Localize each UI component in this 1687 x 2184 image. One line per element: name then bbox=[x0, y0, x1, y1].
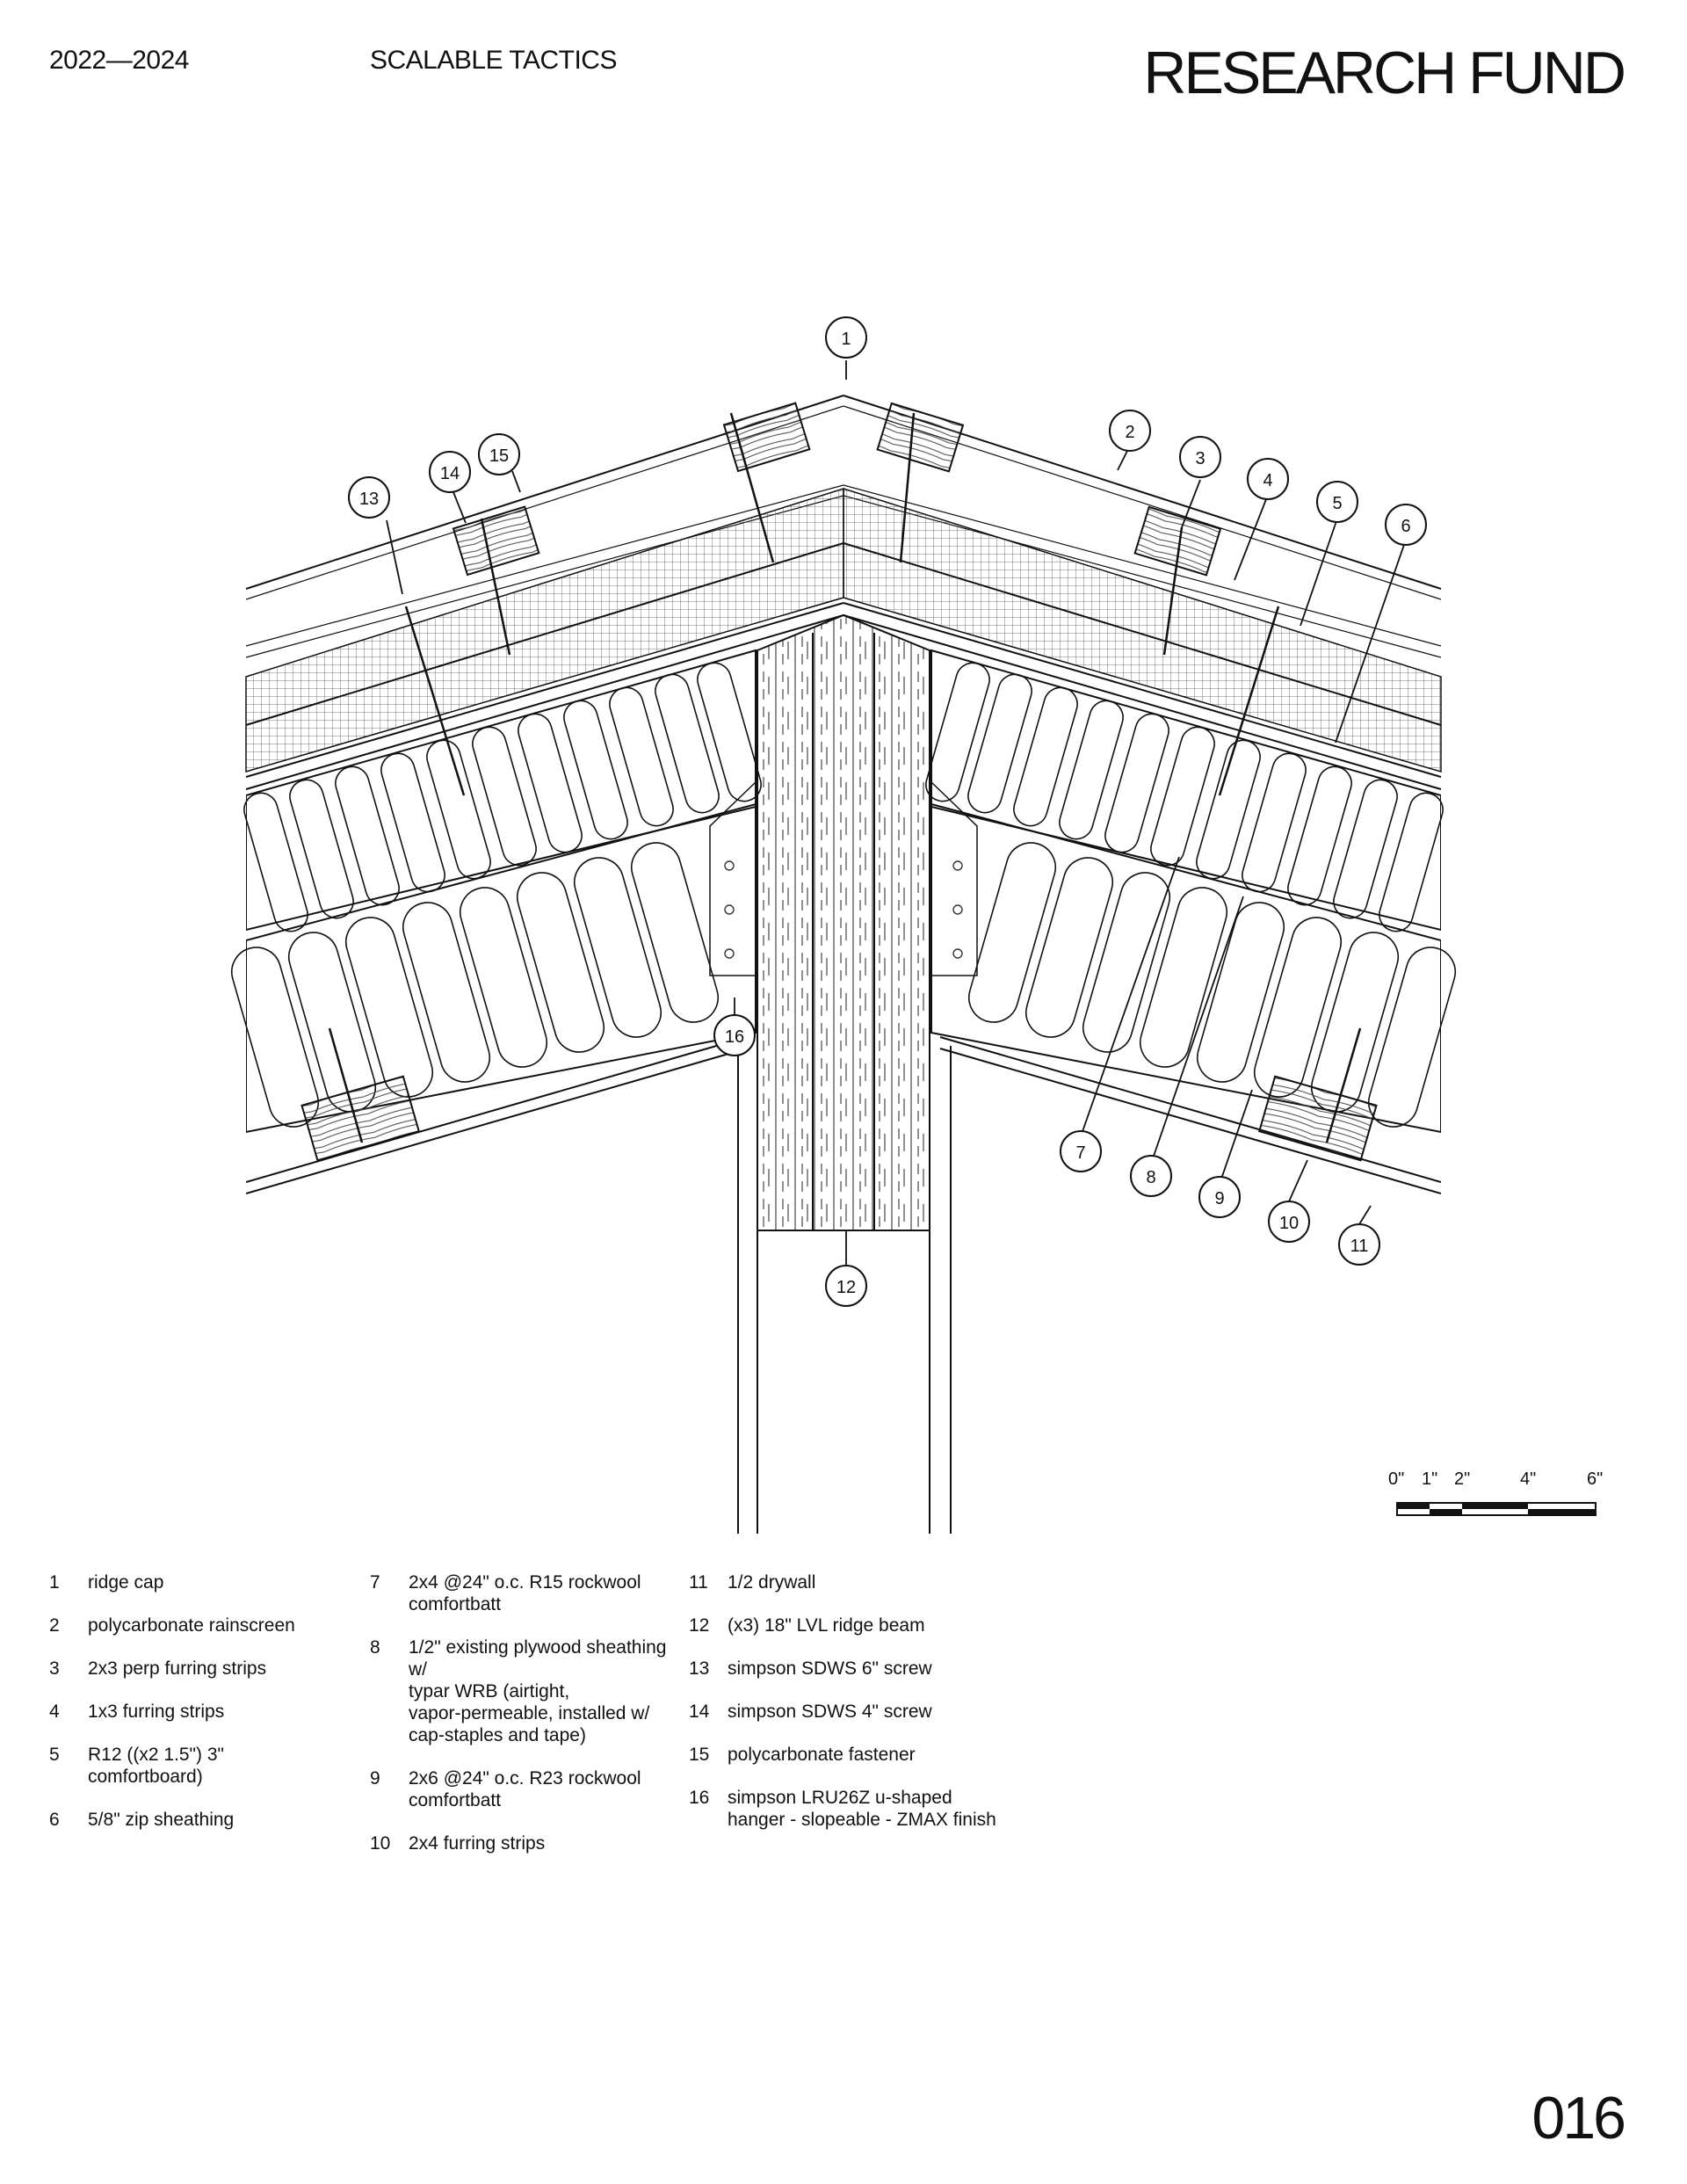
legend-item: 5 R12 ((x2 1.5") 3" comfortboard) bbox=[49, 1744, 339, 1788]
callout-8-label: 8 bbox=[1146, 1168, 1155, 1187]
page-title: RESEARCH FUND bbox=[1143, 40, 1626, 106]
scale-label-2: 2" bbox=[1454, 1469, 1471, 1489]
callout-11-label: 11 bbox=[1350, 1237, 1369, 1256]
callout-4-label: 4 bbox=[1263, 471, 1272, 490]
legend-text: 2x6 @24" o.c. R23 rockwool comfortbatt bbox=[409, 1768, 641, 1810]
legend-number: 1 bbox=[49, 1572, 60, 1593]
legend-item: 3 2x3 perp furring strips bbox=[49, 1658, 339, 1680]
legend-text: 5/8" zip sheathing bbox=[88, 1810, 235, 1830]
legend-number: 6 bbox=[49, 1810, 60, 1830]
page-subtitle: SCALABLE TACTICS bbox=[370, 46, 617, 75]
legend-item: 14 simpson SDWS 4" screw bbox=[689, 1701, 1005, 1723]
legend-item: 11 1/2 drywall bbox=[689, 1571, 1005, 1593]
callout-8: 8 bbox=[1130, 1155, 1172, 1197]
legend-text: 2x4 @24" o.c. R15 rockwool comfortbatt bbox=[409, 1572, 641, 1614]
legend-number: 8 bbox=[370, 1637, 380, 1658]
page-years: 2022—2024 bbox=[49, 46, 189, 75]
legend-text: 1/2 drywall bbox=[728, 1572, 816, 1593]
callout-16: 16 bbox=[713, 1014, 756, 1056]
legend-text: polycarbonate rainscreen bbox=[88, 1615, 295, 1636]
legend-item: 9 2x6 @24" o.c. R23 rockwool comfortbatt bbox=[370, 1767, 669, 1811]
scale-label-0: 0" bbox=[1388, 1469, 1405, 1489]
callout-1: 1 bbox=[825, 316, 867, 359]
callout-4: 4 bbox=[1247, 458, 1289, 500]
legend-item: 7 2x4 @24" o.c. R15 rockwool comfortbatt bbox=[370, 1571, 669, 1615]
legend-item: 15 polycarbonate fastener bbox=[689, 1744, 1005, 1766]
legend-text: 1x3 furring strips bbox=[88, 1701, 225, 1722]
scale-label-1: 1" bbox=[1422, 1469, 1438, 1489]
legend-text: simpson LRU26Z u-shaped hanger - slopeab… bbox=[728, 1788, 996, 1830]
callout-15: 15 bbox=[478, 433, 520, 475]
legend-item: 6 5/8" zip sheathing bbox=[49, 1809, 339, 1831]
legend-number: 10 bbox=[370, 1833, 391, 1854]
callout-10: 10 bbox=[1268, 1201, 1310, 1243]
legend-item: 10 2x4 furring strips bbox=[370, 1832, 669, 1854]
legend-text: ridge cap bbox=[88, 1572, 164, 1593]
legend-number: 5 bbox=[49, 1745, 60, 1765]
legend-number: 3 bbox=[49, 1658, 60, 1679]
legend-text: (x3) 18" LVL ridge beam bbox=[728, 1615, 925, 1636]
callout-10-label: 10 bbox=[1279, 1214, 1299, 1233]
legend-text: simpson SDWS 4" screw bbox=[728, 1701, 932, 1722]
legend-text: 1/2" existing plywood sheathing w/ typar… bbox=[409, 1637, 667, 1745]
callout-6-label: 6 bbox=[1401, 517, 1410, 536]
legend-text: R12 ((x2 1.5") 3" comfortboard) bbox=[88, 1745, 224, 1787]
legend-text: simpson SDWS 6" screw bbox=[728, 1658, 932, 1679]
callout-7-label: 7 bbox=[1075, 1143, 1085, 1163]
legend-number: 12 bbox=[689, 1615, 710, 1636]
callout-16-label: 16 bbox=[725, 1027, 744, 1047]
legend-number: 9 bbox=[370, 1768, 380, 1789]
callout-9-label: 9 bbox=[1214, 1189, 1224, 1208]
legend-item: 4 1x3 furring strips bbox=[49, 1701, 339, 1723]
callout-5: 5 bbox=[1316, 481, 1358, 523]
legend-item: 16 simpson LRU26Z u-shaped hanger - slope… bbox=[689, 1787, 1005, 1831]
callout-15-label: 15 bbox=[489, 446, 509, 466]
legend-item: 12 (x3) 18" LVL ridge beam bbox=[689, 1614, 1005, 1636]
callout-3: 3 bbox=[1179, 436, 1221, 478]
legend-number: 16 bbox=[689, 1788, 710, 1808]
callout-13: 13 bbox=[348, 476, 390, 519]
legend-number: 7 bbox=[370, 1572, 380, 1593]
callout-7: 7 bbox=[1060, 1130, 1102, 1172]
legend-item: 2 polycarbonate rainscreen bbox=[49, 1614, 339, 1636]
legend-item: 1 ridge cap bbox=[49, 1571, 339, 1593]
callout-9: 9 bbox=[1198, 1176, 1241, 1218]
legend-item: 8 1/2" existing plywood sheathing w/ typa… bbox=[370, 1636, 669, 1746]
legend-number: 11 bbox=[689, 1572, 708, 1593]
legend-number: 4 bbox=[49, 1701, 60, 1722]
callout-2-label: 2 bbox=[1125, 423, 1134, 442]
callout-14-label: 14 bbox=[440, 464, 460, 483]
callout-12-label: 12 bbox=[836, 1278, 856, 1297]
callout-13-label: 13 bbox=[359, 490, 379, 509]
legend-text: 2x4 furring strips bbox=[409, 1833, 546, 1854]
scale-bar bbox=[1396, 1502, 1596, 1516]
legend-number: 2 bbox=[49, 1615, 60, 1636]
legend-column-1: 1 ridge cap 2 polycarbonate rainscreen 3 2x… bbox=[49, 1571, 339, 1852]
page-number: 016 bbox=[1531, 2085, 1626, 2151]
callout-2: 2 bbox=[1109, 410, 1151, 452]
callout-6: 6 bbox=[1385, 504, 1427, 546]
legend-number: 15 bbox=[689, 1745, 710, 1765]
legend-item: 13 simpson SDWS 6" screw bbox=[689, 1658, 1005, 1680]
callout-3-label: 3 bbox=[1195, 449, 1205, 468]
callout-5-label: 5 bbox=[1332, 494, 1342, 513]
callout-11: 11 bbox=[1338, 1223, 1380, 1266]
legend-number: 13 bbox=[689, 1658, 710, 1679]
callout-12: 12 bbox=[825, 1265, 867, 1307]
callout-1-label: 1 bbox=[841, 330, 851, 349]
legend-number: 14 bbox=[689, 1701, 710, 1722]
scale-label-6: 6" bbox=[1587, 1469, 1604, 1489]
callout-14: 14 bbox=[429, 451, 471, 493]
legend-text: polycarbonate fastener bbox=[728, 1745, 916, 1765]
scale-label-4: 4" bbox=[1520, 1469, 1537, 1489]
legend-text: 2x3 perp furring strips bbox=[88, 1658, 267, 1679]
